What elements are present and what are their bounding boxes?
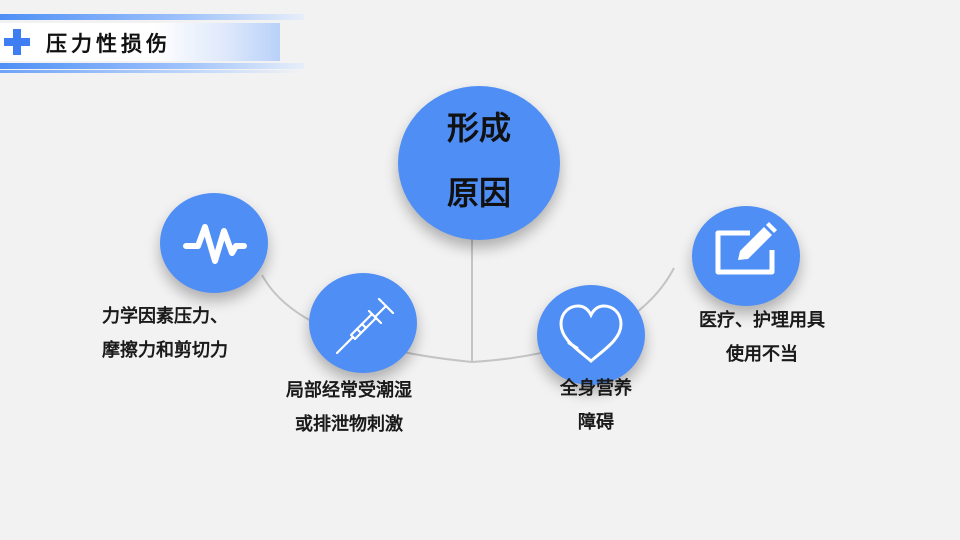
edit-icon [715,222,777,275]
center-title-line2: 原因 [446,174,511,212]
cause-3-line2: 障碍 [578,412,614,433]
cause-2-caption: 局部经常受潮湿 或排泄物刺激 [268,374,430,442]
cause-3-circle [537,285,645,385]
cause-4-line2: 使用不当 [726,344,798,365]
cause-2-line2: 或排泄物刺激 [295,414,403,435]
header-bottom-stripe [0,63,304,69]
cause-2-line1: 局部经常受潮湿 [286,380,412,401]
cause-3-line1: 全身营养 [560,378,632,399]
header-thin-stripe [0,70,304,73]
syringe-icon [335,297,395,355]
medical-cross-icon [4,29,30,55]
cause-4-circle [692,206,800,306]
pulse-icon [183,224,247,264]
page-title: 压力性损伤 [46,32,171,56]
cause-1-circle [160,193,268,293]
cause-4-caption: 医疗、护理用具 使用不当 [678,304,846,372]
heart-icon [559,304,623,363]
cause-2-circle [309,273,417,373]
header-top-stripe [0,14,304,20]
cause-1-line1: 力学因素压力、 [102,306,228,327]
cause-4-line1: 医疗、护理用具 [699,310,825,331]
center-title-line1: 形成 [446,109,511,147]
cause-1-line2: 摩擦力和剪切力 [102,340,228,361]
cause-3-caption: 全身营养 障碍 [530,372,662,440]
center-circle: 形成 原因 [398,86,560,240]
cause-1-caption: 力学因素压力、 摩擦力和剪切力 [90,300,240,368]
header-band [0,23,280,61]
